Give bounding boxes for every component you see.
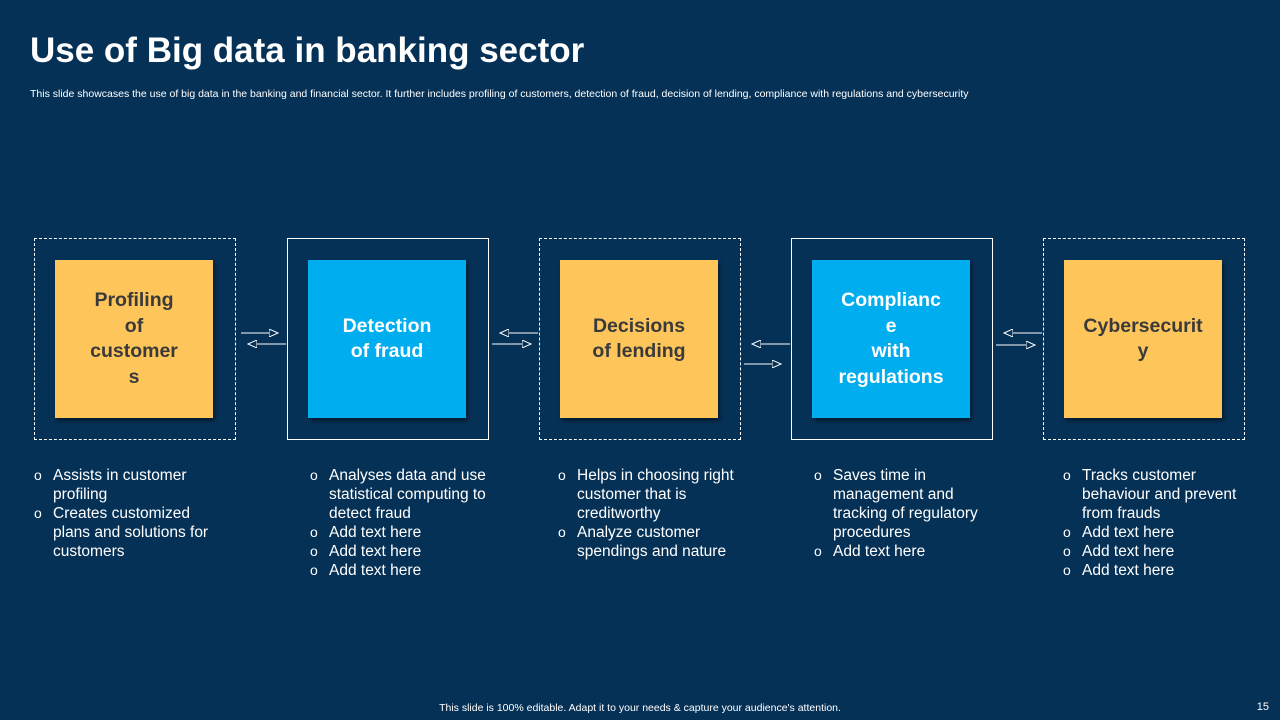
bullet-marker: o bbox=[814, 467, 822, 483]
bullet-text: Add text here bbox=[1082, 524, 1175, 542]
bullet-text: Add text here bbox=[1082, 562, 1175, 580]
step-frame-profiling: Profiling of customer s bbox=[34, 238, 236, 440]
bullet-marker: o bbox=[558, 524, 566, 541]
bullet-marker: o bbox=[814, 543, 822, 560]
bullet-item: o Add text here bbox=[310, 523, 500, 542]
page-number: 15 bbox=[1256, 701, 1269, 713]
bullet-item: o Add text here bbox=[814, 542, 1004, 561]
bullet-marker: o bbox=[34, 505, 42, 522]
bullet-item: o Helps in choosing right customer that i… bbox=[558, 466, 748, 523]
bullet-list-lending: o Helps in choosing right customer that i… bbox=[558, 466, 748, 561]
step-frame-compliance: Complianc e with regulations bbox=[791, 238, 993, 440]
bullet-marker: o bbox=[1063, 467, 1071, 483]
bullet-text: Saves time in management and tracking of… bbox=[833, 467, 978, 542]
bullet-text: Tracks customer behaviour and prevent fr… bbox=[1082, 467, 1237, 523]
bullet-text: Analyze customer spendings and nature bbox=[577, 524, 727, 561]
slide-subtitle: This slide showcases the use of big data… bbox=[30, 88, 969, 100]
card-fraud-detection[interactable]: Detection of fraud bbox=[308, 260, 466, 418]
bullet-item: o Saves time in management and tracking o… bbox=[814, 466, 1004, 542]
bullet-text: Add text here bbox=[329, 524, 422, 542]
bullet-text: Add text here bbox=[329, 562, 422, 580]
bullet-marker: o bbox=[558, 467, 566, 483]
bullet-text: Analyses data and use statistical comput… bbox=[329, 467, 486, 523]
step-frame-lending: Decisions of lending bbox=[539, 238, 741, 440]
card-cybersecurity[interactable]: Cybersecurit y bbox=[1064, 260, 1222, 418]
bullet-text: Add text here bbox=[1082, 543, 1175, 561]
bullet-text: Add text here bbox=[833, 543, 926, 561]
bullet-item: o Add text here bbox=[1063, 523, 1253, 542]
bullet-text: Helps in choosing right customer that is… bbox=[577, 467, 734, 523]
bullet-marker: o bbox=[310, 562, 318, 579]
card-profiling[interactable]: Profiling of customer s bbox=[55, 260, 213, 418]
bullet-text: Assists in customer profiling bbox=[53, 467, 187, 504]
bullet-text: Add text here bbox=[329, 543, 422, 561]
bullet-list-fraud: o Analyses data and use statistical compu… bbox=[310, 466, 500, 581]
footer-note: This slide is 100% editable. Adapt it to… bbox=[439, 702, 841, 714]
bullet-text: Creates customized plans and solutions f… bbox=[53, 505, 209, 561]
bullet-list-cybersecurity: o Tracks customer behaviour and prevent f… bbox=[1063, 466, 1253, 581]
bullet-marker: o bbox=[34, 467, 42, 483]
bullet-item: o Add text here bbox=[1063, 542, 1253, 561]
bullet-item: o Analyze customer spendings and nature bbox=[558, 523, 748, 561]
bullet-marker: o bbox=[1063, 562, 1071, 579]
bullet-item: o Add text here bbox=[1063, 561, 1253, 580]
bullet-marker: o bbox=[1063, 543, 1071, 560]
bullet-item: o Add text here bbox=[310, 561, 500, 580]
slide-title: Use of Big data in banking sector bbox=[30, 31, 585, 70]
bullet-marker: o bbox=[1063, 524, 1071, 541]
bullet-item: o Creates customized plans and solutions … bbox=[34, 504, 224, 561]
bullet-item: o Assists in customer profiling bbox=[34, 466, 224, 504]
card-compliance[interactable]: Complianc e with regulations bbox=[812, 260, 970, 418]
step-frame-fraud: Detection of fraud bbox=[287, 238, 489, 440]
bullet-item: o Tracks customer behaviour and prevent f… bbox=[1063, 466, 1253, 523]
bullet-marker: o bbox=[310, 543, 318, 560]
bullet-item: o Analyses data and use statistical compu… bbox=[310, 466, 500, 523]
step-frame-cybersecurity: Cybersecurit y bbox=[1043, 238, 1245, 440]
bullet-list-compliance: o Saves time in management and tracking o… bbox=[814, 466, 1004, 561]
bullet-marker: o bbox=[310, 524, 318, 541]
card-lending[interactable]: Decisions of lending bbox=[560, 260, 718, 418]
bullet-marker: o bbox=[310, 467, 318, 483]
bullet-item: o Add text here bbox=[310, 542, 500, 561]
